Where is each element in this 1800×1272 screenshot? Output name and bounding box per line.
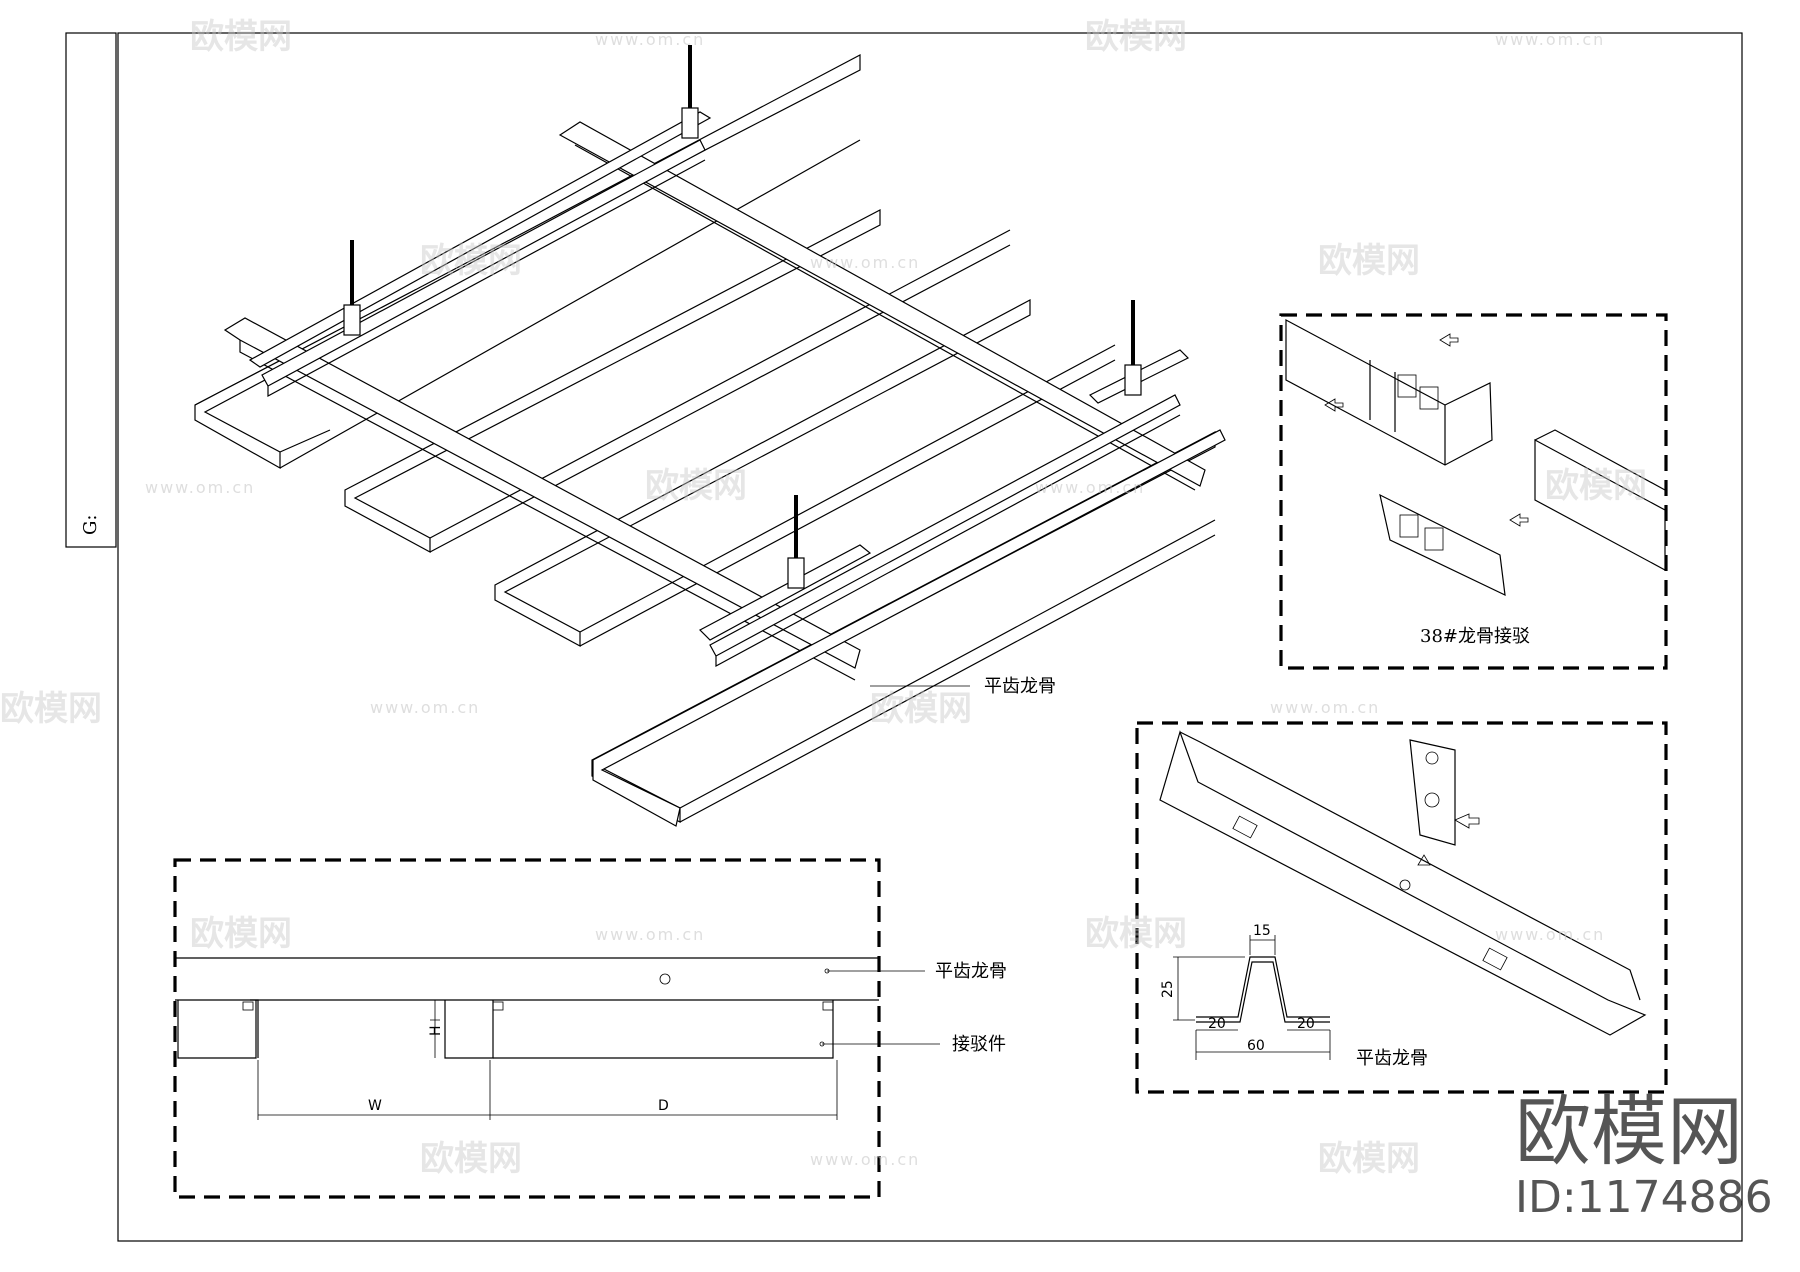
watermark-url: www.om.cn	[595, 30, 705, 49]
watermark-brand: 欧模网	[190, 17, 292, 57]
watermark-url: www.om.cn	[810, 253, 920, 272]
label-section-title: 平齿龙骨	[1356, 1048, 1428, 1069]
watermark-brand: 欧模网	[1545, 466, 1647, 506]
outer-frame	[117, 32, 1743, 1242]
detail-joint: 38#龙骨接驳	[1279, 313, 1668, 670]
dim-elev-h: H	[428, 1025, 444, 1036]
dim-flange-right: 20	[1297, 1016, 1315, 1032]
isometric-ceiling-assembly: 平齿龙骨	[194, 45, 1226, 827]
detail-elevation-box	[173, 858, 881, 1199]
detail-elevation: H W D 平齿龙骨 接驳件	[173, 858, 1007, 1199]
watermark-brand: 欧模网	[420, 241, 522, 281]
title-strip	[65, 32, 117, 548]
watermark-url: www.om.cn	[595, 925, 705, 944]
watermark-url: www.om.cn	[1035, 478, 1145, 497]
detail-joint-box	[1279, 313, 1668, 670]
watermark-brand: 欧模网	[1085, 914, 1187, 954]
dim-height: 25	[1160, 980, 1176, 998]
watermark-brand: 欧模网	[0, 689, 102, 729]
dim-elev-d: D	[658, 1098, 669, 1114]
watermark-url: www.om.cn	[810, 1150, 920, 1169]
watermark-brand: 欧模网	[1085, 17, 1187, 57]
main-runners	[261, 139, 1181, 668]
detail-section: 15 25 20 20 60 平齿龙骨	[1135, 721, 1668, 1094]
watermark-brand: 欧模网	[870, 689, 972, 729]
label-joint-title: 38#龙骨接驳	[1420, 626, 1530, 647]
watermark-url: www.om.cn	[1495, 30, 1605, 49]
watermark-url: www.om.cn	[145, 478, 255, 497]
sheet-label: G:	[80, 515, 101, 535]
dim-total-width: 60	[1247, 1038, 1265, 1054]
watermark-brand: 欧模网	[1318, 1139, 1420, 1179]
label-elev-connector: 接驳件	[952, 1034, 1006, 1055]
cross-runners	[223, 111, 1206, 681]
watermark-brand: 欧模网	[190, 914, 292, 954]
watermark-layer: 欧模网 www.om.cn 欧模网 www.om.cn 欧模网 www.om.c…	[0, 17, 1647, 1179]
brand-logo-text: 欧模网	[1515, 1087, 1743, 1176]
watermark-brand: 欧模网	[645, 466, 747, 506]
dim-top-width: 15	[1253, 923, 1271, 939]
watermark-url: www.om.cn	[1495, 925, 1605, 944]
hanger-rods	[343, 45, 1142, 589]
watermark-brand: 欧模网	[1318, 241, 1420, 281]
detail-section-box	[1135, 721, 1668, 1094]
label-elev-runner: 平齿龙骨	[935, 961, 1007, 982]
watermark-url: www.om.cn	[370, 698, 480, 717]
brand-id: ID:1174886	[1515, 1172, 1773, 1223]
watermark-url: www.om.cn	[1270, 698, 1380, 717]
watermark-brand: 欧模网	[420, 1139, 522, 1179]
dim-elev-w: W	[368, 1098, 382, 1114]
dim-flange-left: 20	[1208, 1016, 1226, 1032]
label-main-runner: 平齿龙骨	[984, 676, 1056, 697]
